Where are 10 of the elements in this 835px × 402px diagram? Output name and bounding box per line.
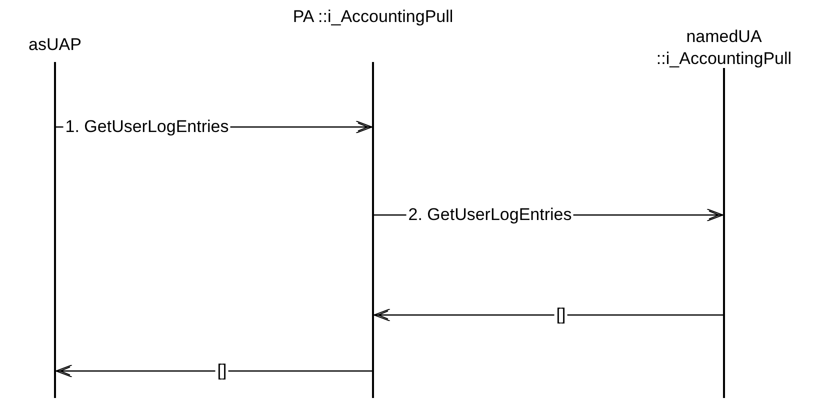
lifeline [723,68,725,398]
lifeline-header: asUAP [20,34,90,56]
edge-label: 2. GetUserLogEntries [406,205,574,225]
edge-label: [] [215,361,229,381]
edge-label: 1. GetUserLogEntries [63,117,231,137]
lifeline-header: PA ::i_AccountingPull [288,6,458,28]
edge-label: [] [554,305,568,325]
lifeline-header: namedUA ::i_AccountingPull [639,26,809,70]
lifeline [54,62,56,398]
lifeline [372,62,374,398]
